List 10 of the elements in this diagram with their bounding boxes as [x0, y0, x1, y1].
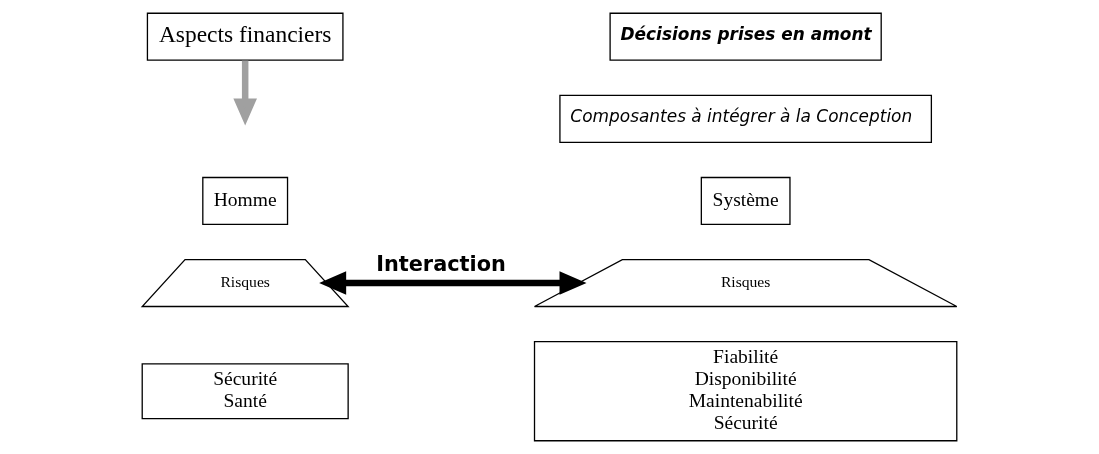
node-box: Composantes à intégrer à la Conception [559, 94, 932, 143]
arrow [233, 60, 257, 126]
node-box: Décisions prises en amont [609, 12, 882, 61]
node-box: Système [700, 176, 791, 226]
arrow [319, 271, 587, 295]
node-box: Aspects financiers [146, 12, 344, 61]
node-box: Sécurité Santé [141, 363, 349, 420]
edge-label: Interaction [376, 252, 506, 277]
node-box: Homme [202, 176, 289, 226]
node-box: Fiabilité Disponibilité Maintenabilité Sécurité [533, 341, 958, 442]
